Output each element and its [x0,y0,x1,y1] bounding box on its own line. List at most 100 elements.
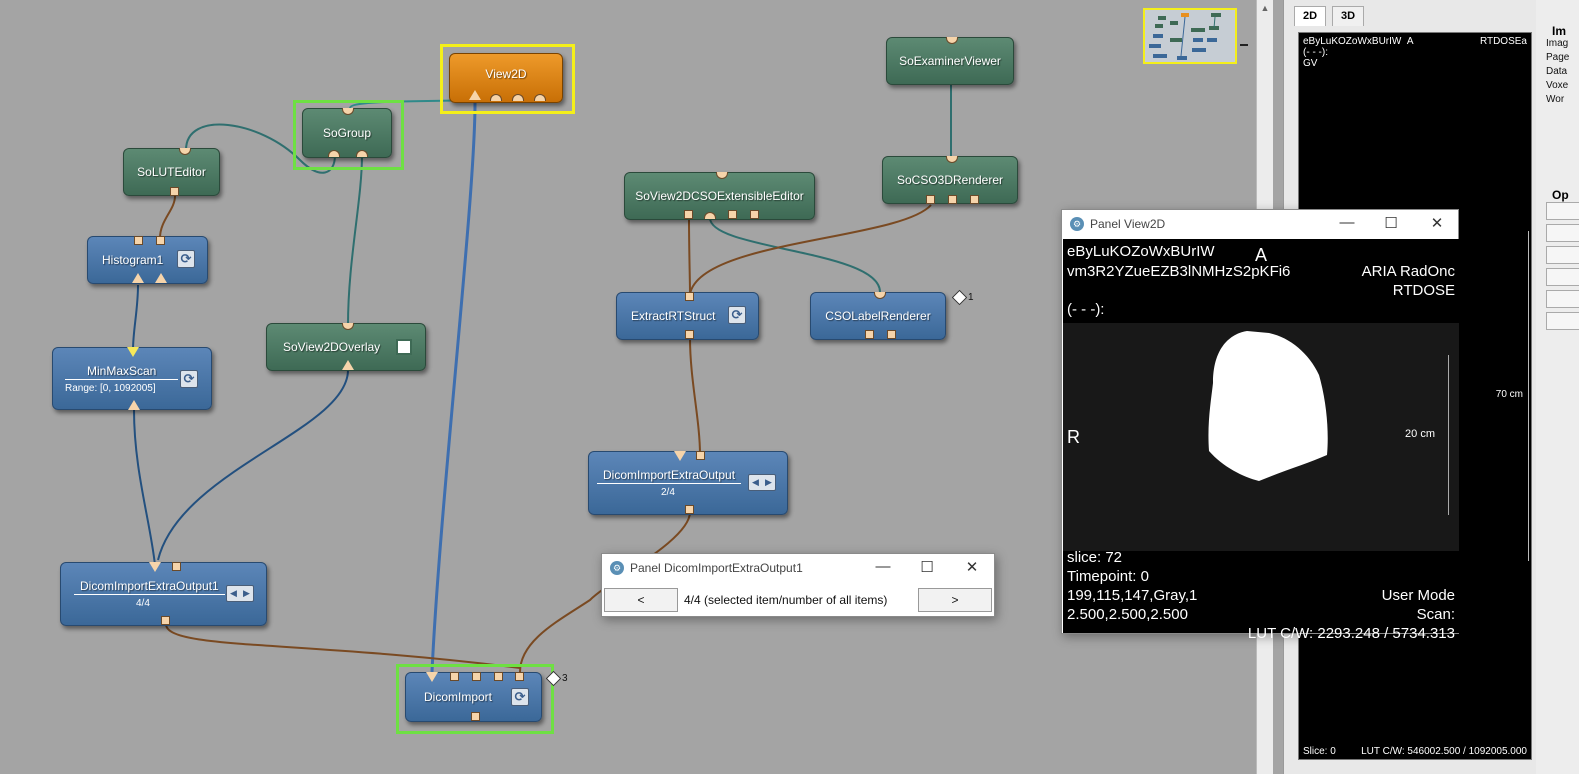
window-title: Panel View2D [1090,217,1166,231]
input-port[interactable] [132,273,144,283]
input-port[interactable] [728,210,737,219]
close-icon[interactable]: ✕ [1430,215,1444,232]
image-slice[interactable]: R 20 cm [1063,323,1459,551]
input-port[interactable] [750,210,759,219]
input-port[interactable] [970,195,979,204]
module-label: SoLUTEditor [137,165,206,179]
op-button[interactable] [1546,268,1579,286]
output-port[interactable] [134,236,143,245]
maximize-icon[interactable]: ☐ [920,559,934,576]
input-port[interactable] [356,150,368,157]
refresh-icon[interactable]: ⟳ [177,250,195,268]
output-port[interactable] [156,236,165,245]
input-port[interactable] [684,210,693,219]
window-titlebar[interactable]: ⚙ Panel DicomImportExtraOutput1 — ☐ ✕ [602,554,994,582]
scan-label: Scan: [1416,606,1455,623]
modality-label: RTDOSEa [1479,36,1527,47]
stepper-right-icon[interactable]: ▶ [765,477,772,487]
input-port[interactable] [149,562,161,572]
module-so-group[interactable]: SoGroup [302,108,392,158]
input-port[interactable] [490,94,502,101]
info-header: Im [1552,24,1567,38]
output-port[interactable] [161,616,170,625]
input-port[interactable] [696,451,705,460]
window-titlebar[interactable]: ⚙ Panel View2D — ☐ ✕ [1062,210,1458,238]
input-port[interactable] [948,195,957,204]
scroll-up-icon[interactable]: ▲ [1260,3,1270,13]
stepper-left-icon[interactable]: ◀ [752,477,759,487]
stepper-left-icon[interactable]: ◀ [230,588,237,598]
input-port[interactable] [685,330,694,339]
output-port[interactable] [685,505,694,514]
scale-label: 20 cm [1405,428,1435,440]
index-stepper[interactable]: ◀▶ [748,474,776,491]
module-view2d[interactable]: View2D [449,53,563,103]
minimap-collapse-icon[interactable] [1240,44,1248,46]
refresh-icon[interactable]: ⟳ [511,688,529,706]
prev-button[interactable]: < [604,588,678,612]
module-label: DicomImportExtraOutput [597,468,742,484]
maximize-icon[interactable]: ☐ [1384,215,1398,232]
tab-3d[interactable]: 3D [1332,6,1365,26]
output-port[interactable] [685,292,694,301]
module-label: SoGroup [322,126,372,140]
input-port[interactable] [450,672,459,681]
input-port[interactable] [887,330,896,339]
next-button[interactable]: > [918,588,992,612]
op-button[interactable] [1546,312,1579,330]
refresh-icon[interactable]: ⟳ [728,306,746,324]
output-port[interactable] [128,400,140,410]
input-port[interactable] [328,150,340,157]
module-so-examiner-viewer[interactable]: SoExaminerViewer [886,37,1014,85]
module-label: SoView2DOverlay [283,340,381,354]
input-port[interactable] [494,672,503,681]
network-minimap[interactable] [1143,8,1237,64]
input-port[interactable] [926,195,935,204]
panel-dicom-import-extra-output-window[interactable]: ⚙ Panel DicomImportExtraOutput1 — ☐ ✕ < … [601,553,995,617]
badge-count: 1 [968,292,974,304]
refresh-icon[interactable]: ⟳ [180,370,198,388]
panel-view2d-window[interactable]: ⚙ Panel View2D — ☐ ✕ eByLuKOZoWxBUrIW A … [1061,209,1459,642]
instance-badge: 1 [951,289,974,306]
patient-id: eByLuKOZoWxBUrIW [1067,243,1215,260]
app-icon: ⚙ [610,561,624,575]
input-port[interactable] [512,94,524,101]
minimize-icon[interactable]: — [875,558,891,575]
input-port[interactable] [534,94,546,101]
input-port[interactable] [426,672,438,682]
module-so-view2d-cso-editor[interactable]: SoView2DCSOExtensibleEditor [624,172,815,220]
viewer-2d[interactable]: eByLuKOZoWxBUrIW A vm3R2YZueEZB3lNMHzS2p… [1063,239,1459,642]
input-port[interactable] [155,273,167,283]
op-button[interactable] [1546,290,1579,308]
op-button[interactable] [1546,224,1579,242]
dose-region-mask [1208,331,1328,481]
module-histogram[interactable]: Histogram1 [87,236,208,284]
info-row: Data [1546,66,1568,77]
input-port[interactable] [865,330,874,339]
stepper-right-icon[interactable]: ▶ [243,588,250,598]
close-icon[interactable]: ✕ [965,559,979,576]
input-port[interactable] [342,360,354,370]
info-row: Wor [1546,94,1565,105]
index-stepper[interactable]: ◀▶ [226,585,254,602]
op-button[interactable] [1546,246,1579,264]
input-port[interactable] [172,562,181,571]
input-port[interactable] [472,672,481,681]
ops-header: Op [1552,188,1569,202]
network-canvas[interactable]: View2D SoExaminerViewer SoGroup SoLUTEdi… [0,0,1256,774]
input-port[interactable] [127,347,139,357]
output-port[interactable] [471,712,480,721]
input-port[interactable] [170,187,179,196]
checkbox[interactable] [396,339,412,355]
op-button[interactable] [1546,202,1579,220]
lut-label: LUT C/W: 2293.248 / 5734.313 [1247,625,1455,642]
input-port[interactable] [515,672,524,681]
input-port[interactable] [704,212,716,219]
input-port[interactable] [469,90,481,100]
input-port[interactable] [674,451,686,461]
tab-2d[interactable]: 2D [1294,6,1327,26]
module-cso-label-renderer[interactable]: CSOLabelRenderer [810,292,946,340]
module-label: ExtractRTStruct [631,309,716,323]
minimize-icon[interactable]: — [1339,214,1355,231]
selection-highlight [440,44,575,114]
